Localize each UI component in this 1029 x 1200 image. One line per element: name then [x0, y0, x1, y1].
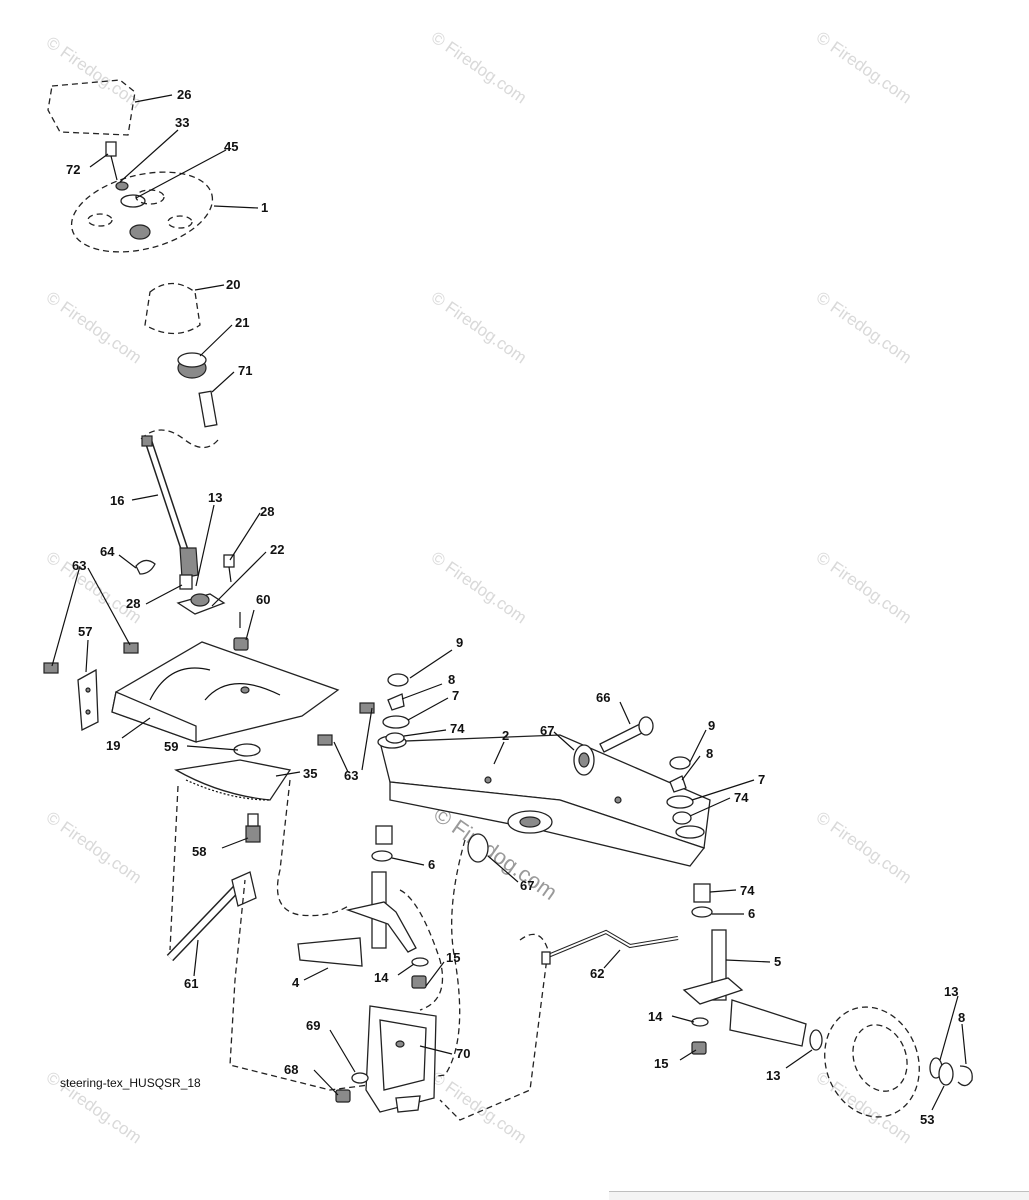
watermark: © Firedog.com: [813, 548, 915, 628]
part-labels: 26 33 72 45 1 20 21 71 16 13 28 22 64 63…: [66, 87, 965, 1127]
part-label-14-left: 14: [374, 970, 389, 985]
part-label-26: 26: [177, 87, 191, 102]
part-label-74-mid-right: 74: [734, 790, 749, 805]
part-label-13-right: 13: [944, 984, 958, 999]
watermark: © Firedog.com: [428, 548, 530, 628]
part-label-71: 71: [238, 363, 252, 378]
part-label-66: 66: [596, 690, 610, 705]
watermark: © Firedog.com: [813, 1068, 915, 1148]
part-label-63-left: 63: [72, 558, 86, 573]
part-label-14-right: 14: [648, 1009, 663, 1024]
watermark: © Firedog.com: [428, 28, 530, 108]
steering-column-art: [47, 79, 249, 651]
part-label-64: 64: [100, 544, 115, 559]
diagram-caption: steering-tex_HUSQSR_18: [60, 1076, 201, 1090]
part-label-59: 59: [164, 739, 178, 754]
watermark: © Firedog.com: [43, 288, 145, 368]
part-label-20: 20: [226, 277, 240, 292]
watermark: © Firedog.com: [43, 33, 145, 113]
part-label-6-left: 6: [428, 857, 435, 872]
watermark: © Firedog.com: [813, 808, 915, 888]
part-label-61: 61: [184, 976, 198, 991]
part-label-74-left: 74: [450, 721, 465, 736]
part-label-45: 45: [224, 139, 238, 154]
part-label-28-right: 28: [260, 504, 274, 519]
part-label-74-lower-right: 74: [740, 883, 755, 898]
part-label-33: 33: [175, 115, 189, 130]
part-label-63-right: 63: [344, 768, 358, 783]
watermark: © Firedog.com: [428, 288, 530, 368]
watermark: © Firedog.com: [813, 28, 915, 108]
page-footer-bar: [609, 1191, 1029, 1200]
part-label-1: 1: [261, 200, 268, 215]
part-label-4: 4: [292, 975, 300, 990]
part-label-68: 68: [284, 1062, 298, 1077]
part-label-67-bottom: 67: [520, 878, 534, 893]
part-label-6-right: 6: [748, 906, 755, 921]
part-label-60: 60: [256, 592, 270, 607]
part-label-13-top: 13: [208, 490, 222, 505]
part-label-7-right: 7: [758, 772, 765, 787]
part-label-8-bottom: 8: [958, 1010, 965, 1025]
watermark: © Firedog.com: [43, 808, 145, 888]
watermark: © Firedog.com: [813, 288, 915, 368]
part-label-15-right: 15: [654, 1056, 668, 1071]
leader-lines: [51, 94, 967, 1111]
part-label-13-bottom: 13: [766, 1068, 780, 1083]
part-label-53: 53: [920, 1112, 934, 1127]
part-label-62: 62: [590, 966, 604, 981]
part-label-57: 57: [78, 624, 92, 639]
part-label-70: 70: [456, 1046, 470, 1061]
part-label-35: 35: [303, 766, 317, 781]
part-label-16: 16: [110, 493, 124, 508]
part-label-8-left: 8: [448, 672, 455, 687]
part-label-9-left: 9: [456, 635, 463, 650]
part-label-7-left: 7: [452, 688, 459, 703]
part-label-15-left: 15: [446, 950, 460, 965]
part-label-69: 69: [306, 1018, 320, 1033]
part-label-72: 72: [66, 162, 80, 177]
steering-plate-art: [43, 641, 549, 1121]
front-axle-art: [297, 673, 973, 1118]
part-label-22: 22: [270, 542, 284, 557]
watermark: © Firedog.com: [428, 1068, 530, 1148]
watermark-layer: © Firedog.com © Firedog.com © Firedog.co…: [43, 28, 915, 1148]
part-label-28-left: 28: [126, 596, 140, 611]
part-label-58: 58: [192, 844, 206, 859]
watermark: © Firedog.com: [43, 548, 145, 628]
part-label-5: 5: [774, 954, 781, 969]
part-label-67-top: 67: [540, 723, 554, 738]
part-label-2: 2: [502, 728, 509, 743]
part-label-8-right: 8: [706, 746, 713, 761]
part-label-19: 19: [106, 738, 120, 753]
part-label-9-right: 9: [708, 718, 715, 733]
part-label-21: 21: [235, 315, 249, 330]
